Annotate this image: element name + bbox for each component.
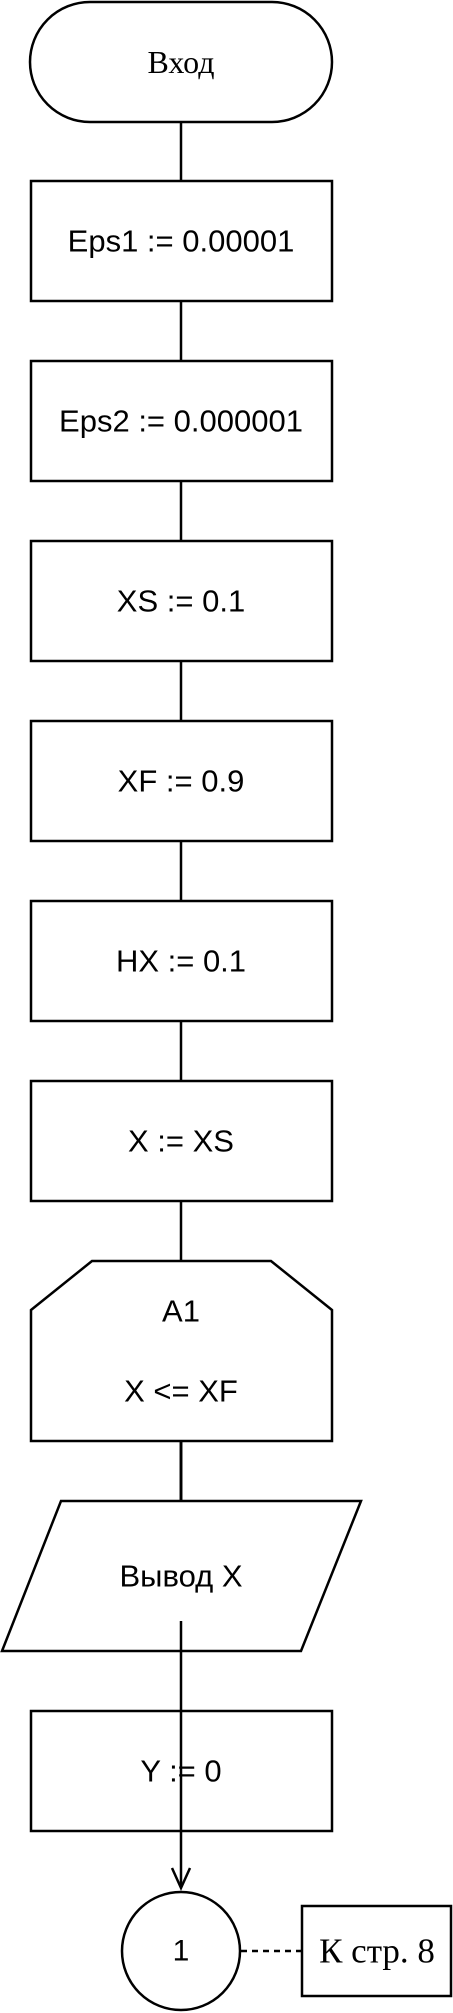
output-parallelogram	[0, 1499, 363, 1653]
step-eps1-text: Eps1 := 0.00001	[68, 224, 295, 259]
loop-name: A1	[162, 1294, 200, 1329]
step-eps2-text: Eps2 := 0.000001	[59, 404, 303, 439]
start-label: Вход	[147, 44, 214, 80]
loop-start-shape	[29, 1259, 334, 1443]
step-xf-text: XF := 0.9	[118, 764, 245, 799]
process-box-y	[29, 1709, 334, 1833]
process-box-xf	[29, 719, 334, 843]
step-xs-text: XS := 0.1	[117, 584, 245, 619]
loop-condition: X <= XF	[124, 1374, 238, 1409]
process-box-x	[29, 1079, 334, 1203]
arrow-head-icon	[170, 1867, 192, 1892]
process-box-eps2	[29, 359, 334, 483]
page-ref-box	[300, 1904, 453, 1998]
step-x-text: X := XS	[128, 1124, 234, 1159]
step-hx-text: HX := 0.1	[116, 944, 246, 979]
process-box-xs	[29, 539, 334, 663]
process-box-hx	[29, 899, 334, 1023]
process-box-eps1	[29, 179, 334, 303]
connector-label: 1	[173, 1935, 190, 1968]
connector-circle	[120, 1890, 242, 2012]
page-ref-text: К стр. 8	[319, 1932, 435, 1971]
output-text: Вывод X	[119, 1559, 242, 1594]
step-y-text: Y := 0	[140, 1754, 221, 1789]
start-terminator	[28, 0, 334, 124]
